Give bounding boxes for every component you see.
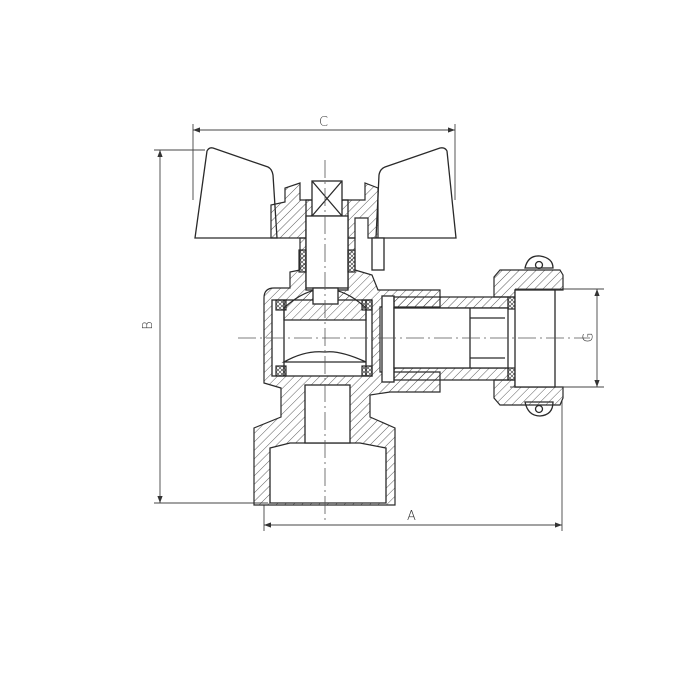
dimension-g-label: G xyxy=(581,332,597,343)
dimension-c xyxy=(192,124,456,200)
dimension-a xyxy=(263,400,563,531)
dimension-b xyxy=(154,149,268,504)
dimension-b-label: B xyxy=(140,321,156,330)
dimension-c-label: C xyxy=(319,115,329,130)
union-nut xyxy=(493,255,564,417)
tailpiece xyxy=(381,295,509,383)
dimension-a-label: A xyxy=(407,509,416,524)
stem-assembly xyxy=(270,180,385,305)
butterfly-handle xyxy=(194,147,457,239)
